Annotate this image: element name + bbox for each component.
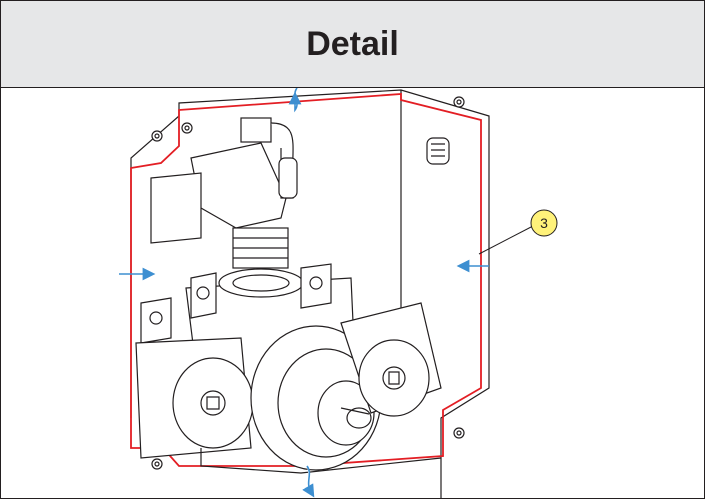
cartridge [250,325,382,471]
right-port [340,302,442,417]
callout-number: 3 [540,215,548,231]
arrow-top [288,88,302,113]
left-port [135,337,254,459]
valve-illustration: 3 [119,88,558,498]
detail-header: Detail [1,1,704,88]
mounting-holes [151,96,465,470]
detail-title: Detail [306,24,399,63]
bottom-lip [200,448,442,474]
rotation-arrows [119,88,489,498]
solenoid-assembly [150,117,298,269]
callout-3: 3 [478,209,558,255]
arrow-bottom [302,465,315,498]
adjustment-knob [426,137,450,165]
